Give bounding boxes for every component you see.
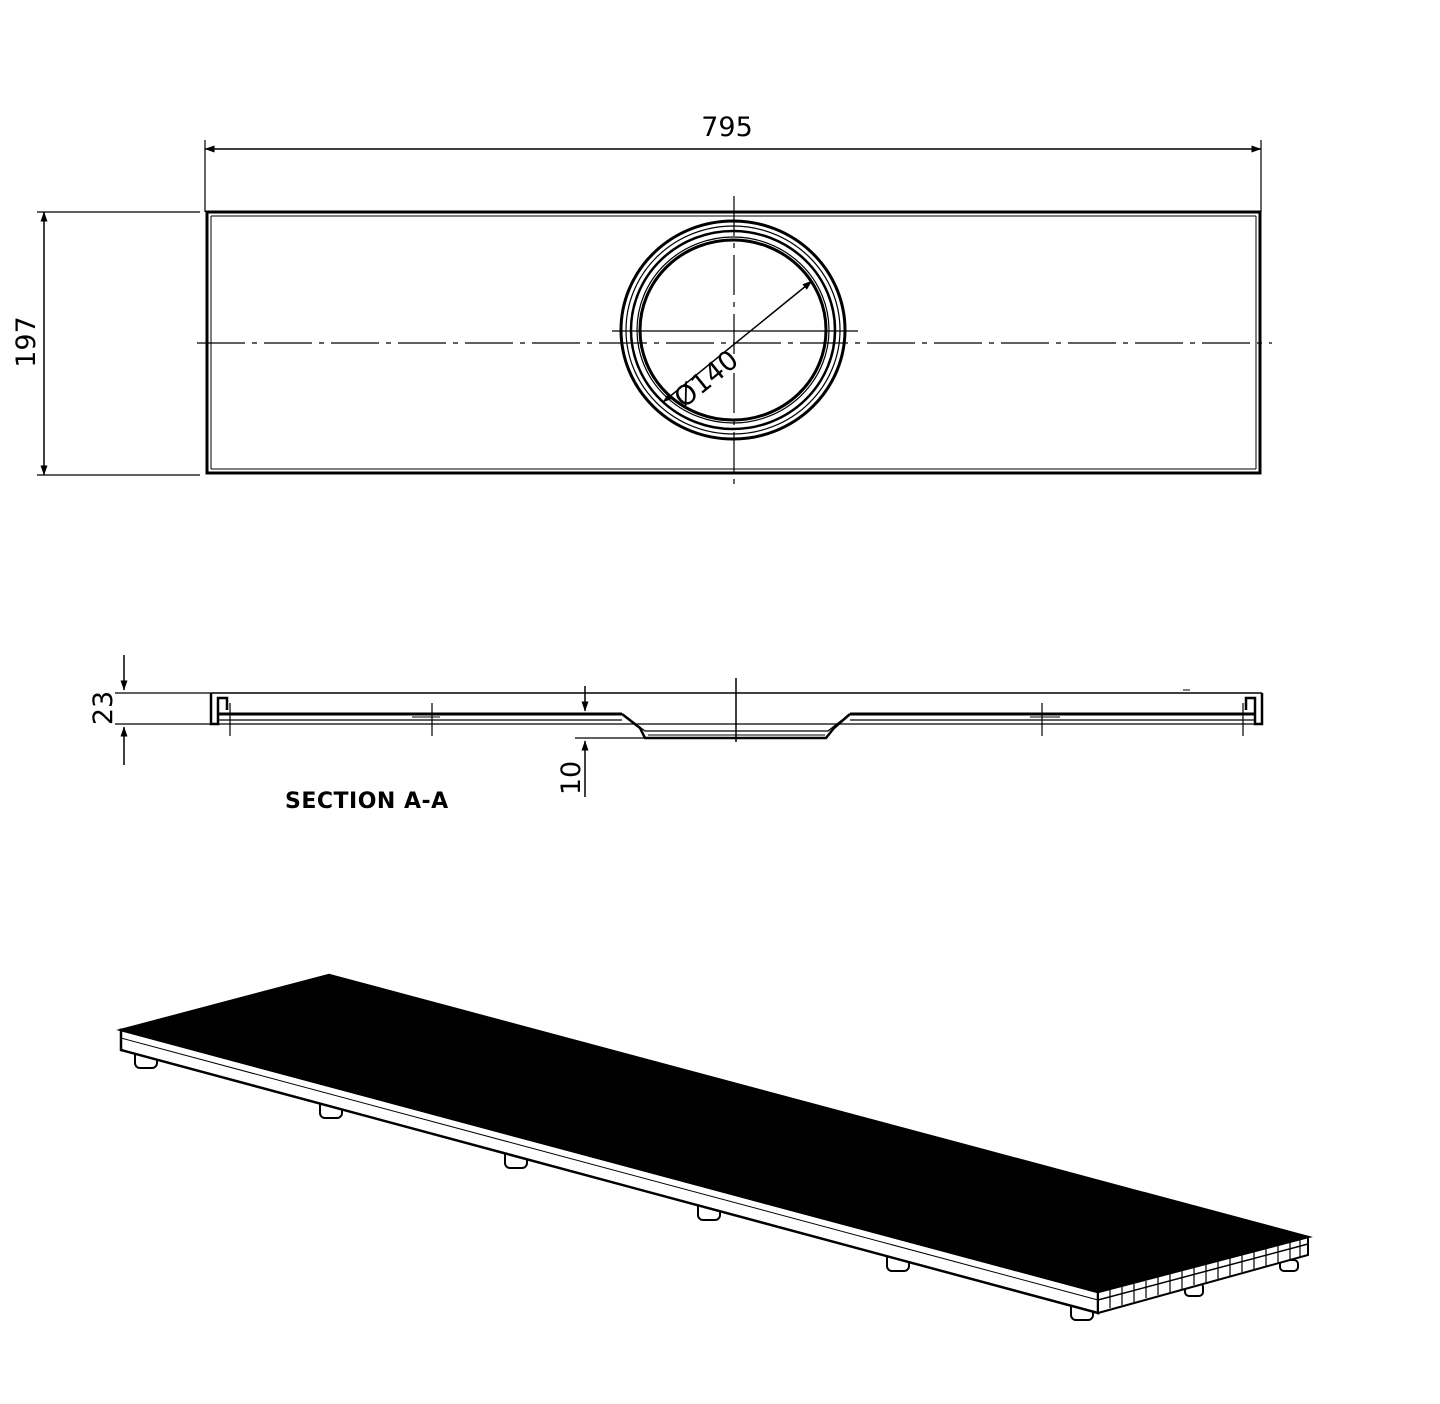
depth-dimension-text: 10 [556, 761, 587, 795]
section-label: SECTION A-A [285, 789, 449, 814]
diameter-dimension-text: Ø140 [669, 344, 745, 414]
top-view [37, 140, 1272, 488]
isometric-view [116, 973, 1313, 1321]
diameter-leader [662, 280, 813, 403]
width-dimension-text: 197 [11, 316, 42, 368]
height-dimension-text: 23 [88, 691, 119, 725]
section-view [115, 655, 1264, 797]
length-dimension-text: 795 [701, 112, 753, 143]
grating-top-surface [116, 973, 1313, 1294]
grating-slat-ends [1109, 1239, 1301, 1308]
drain-outlet [619, 219, 847, 441]
